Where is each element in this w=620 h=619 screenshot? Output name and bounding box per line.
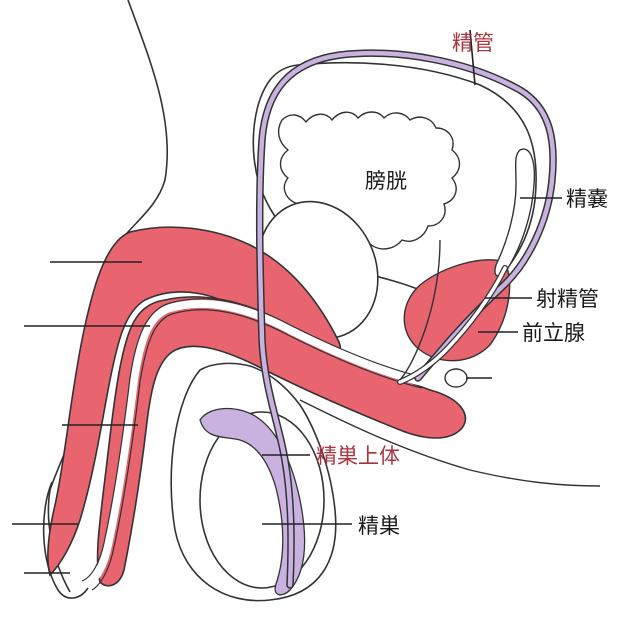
label-ejaculatory-duct: 射精管 xyxy=(536,287,599,311)
label-testis: 精巣 xyxy=(358,514,400,538)
bulbourethral-gland xyxy=(445,369,467,387)
label-epididymis: 精巣上体 xyxy=(316,444,400,468)
label-bladder: 膀胱 xyxy=(365,169,407,193)
label-seminal-vesicle: 精嚢 xyxy=(566,187,608,211)
label-prostate: 前立腺 xyxy=(522,321,585,345)
label-vas-deferens: 精管 xyxy=(452,31,494,55)
